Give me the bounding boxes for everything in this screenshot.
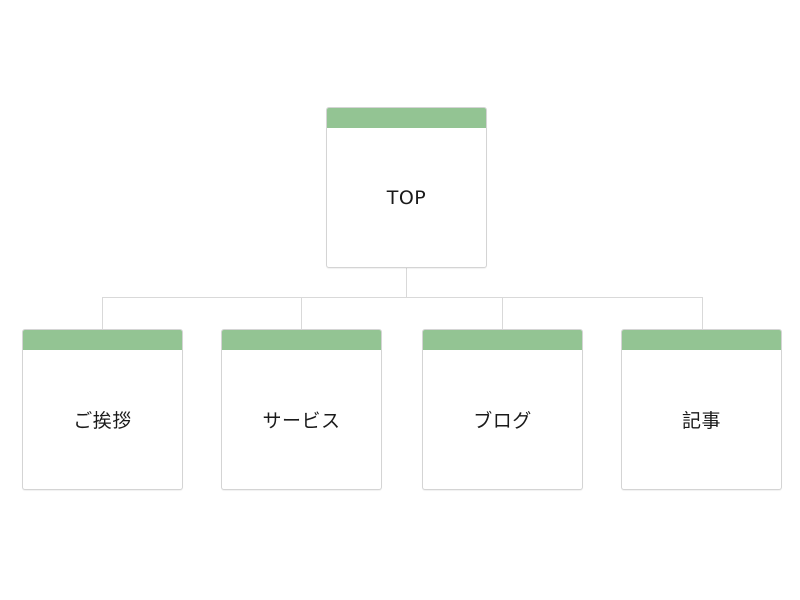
connector-child-2 (301, 297, 302, 330)
connector-horizontal (102, 297, 703, 298)
connector-child-1 (102, 297, 103, 330)
connector-child-3 (502, 297, 503, 330)
node-header-bar (423, 330, 582, 350)
node-label: ご挨拶 (73, 410, 132, 432)
node-label: TOP (386, 186, 427, 209)
sitemap-node-blog: ブログ (422, 329, 583, 490)
node-label: 記事 (681, 410, 721, 432)
node-label: ブログ (473, 410, 532, 432)
connector-root-down (406, 267, 407, 298)
node-header-bar (327, 108, 486, 128)
sitemap-node-top: TOP (326, 107, 487, 268)
node-header-bar (622, 330, 781, 350)
node-header-bar (23, 330, 182, 350)
connector-child-4 (702, 297, 703, 330)
sitemap-node-service: サービス (221, 329, 382, 490)
sitemap-node-greeting: ご挨拶 (22, 329, 183, 490)
node-label: サービス (262, 410, 341, 432)
node-header-bar (222, 330, 381, 350)
sitemap-node-article: 記事 (621, 329, 782, 490)
